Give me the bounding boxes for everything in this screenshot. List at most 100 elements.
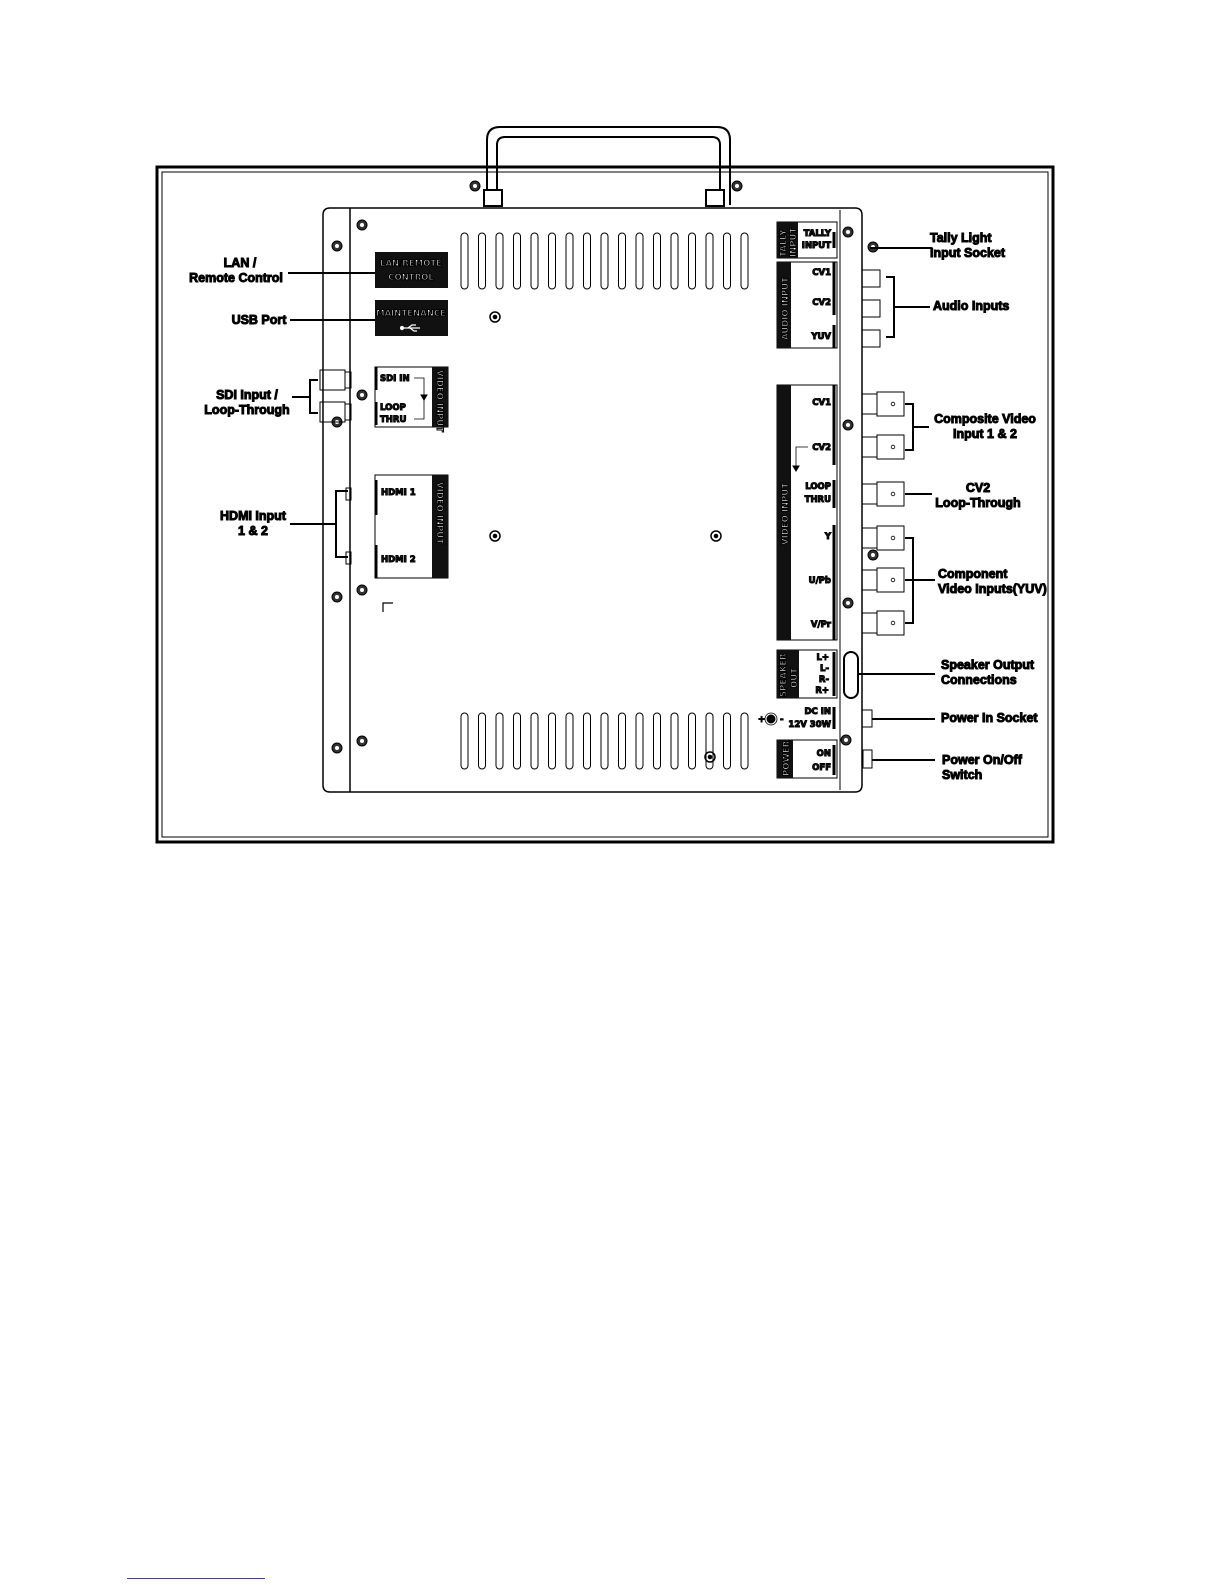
mount-hole-center — [492, 314, 498, 320]
video-cv1-label: CV1 — [812, 398, 831, 408]
bnc-base — [861, 569, 878, 591]
bnc-pin — [890, 535, 896, 541]
callout-composite-2: Input 1 & 2 — [953, 427, 1017, 441]
screw-center — [846, 601, 850, 605]
vent-slot — [565, 712, 574, 770]
vent-slot — [565, 232, 574, 290]
screw-center — [335, 595, 339, 599]
bnc-connector-icon — [876, 481, 905, 507]
mount-hole-icon — [489, 530, 501, 542]
audio-input-vertical: AUDIO INPUT — [781, 277, 791, 340]
bnc-connector-icon — [876, 610, 905, 636]
bnc-pin — [890, 620, 896, 626]
video-loop-label: LOOP — [805, 482, 831, 492]
screw-center — [846, 423, 850, 427]
vent-slot — [583, 712, 591, 770]
callout-audio: Audio Inputs — [933, 299, 1009, 313]
carry-handle — [483, 126, 731, 207]
maintenance-label: MAINTENANCE — [376, 309, 446, 319]
mount-hole-center — [707, 754, 713, 760]
screw-center — [871, 553, 875, 557]
power-off-label: OFF — [812, 763, 831, 773]
callout-hdmi-2: 1 & 2 — [238, 524, 268, 538]
bnc-pin — [890, 491, 896, 497]
pin-l-plus: L+ — [816, 653, 829, 663]
hdmi1-label: HDMI 1 — [381, 488, 416, 498]
screw-center — [844, 738, 848, 742]
dc-rating-label: 12V 30W — [788, 720, 831, 730]
video-input-vertical-3: VIDEO INPUT — [781, 483, 791, 545]
vent-slot — [600, 712, 609, 770]
tally-label: TALLY — [804, 229, 832, 239]
speaker-vertical-2: OUT — [790, 668, 800, 688]
screw-center — [473, 184, 477, 188]
mount-hole-icon — [710, 530, 722, 542]
vent-slot — [618, 232, 626, 290]
vent-slot — [670, 712, 679, 770]
footer-link-underline — [127, 1578, 265, 1579]
sdi-input-block: SDI IN LOOP THRU VIDEO INPUT — [374, 366, 449, 433]
audio-cv2-label: CV2 — [812, 298, 831, 308]
bnc-base — [861, 483, 878, 505]
bnc-base — [861, 436, 878, 458]
vent-slot — [460, 712, 469, 770]
mount-hole-center — [713, 533, 719, 539]
callout-component: Component — [938, 567, 1008, 581]
lan-remote-label-2: CONTROL — [388, 273, 434, 283]
callout-speaker: Speaker Output — [941, 658, 1035, 672]
thru-label: THRU — [380, 415, 406, 425]
callout-cv2: CV2 — [966, 481, 990, 495]
mount-hole-icon — [704, 751, 716, 763]
video-vpr-label: V/Pr — [811, 620, 832, 630]
usb-icon — [399, 324, 420, 332]
vent-slot — [548, 232, 556, 290]
callout-component-2: Video Inputs(YUV) — [938, 582, 1047, 596]
vent-slot — [670, 232, 679, 290]
callout-power-in: Power In Socket — [941, 711, 1038, 725]
tally-vertical-2: INPUT — [789, 228, 799, 257]
callout-tally: Tally Light — [930, 231, 992, 245]
lan-remote-label: LAN/REMOTE — [380, 259, 442, 269]
vent-slot — [653, 232, 661, 290]
power-block: POWER ON OFF — [776, 739, 873, 779]
mount-hole-icon — [489, 311, 501, 323]
callout-hdmi: HDMI Input — [220, 509, 287, 523]
screw-center — [335, 746, 339, 750]
dc-plus: + — [758, 715, 765, 725]
video-thru-label: THRU — [805, 495, 831, 505]
bnc-connector-icon — [876, 567, 905, 593]
audio-cv1-label: CV1 — [812, 268, 831, 278]
video-input-block: VIDEO INPUT CV1 CV2 LOOP THRU Y U/Pb V/P… — [776, 384, 838, 641]
video-upb-label: U/Pb — [809, 576, 831, 586]
video-input-vertical-label: VIDEO INPUT — [434, 370, 444, 432]
audio-input-block: AUDIO INPUT CV1 CV2 YUV — [776, 261, 838, 349]
vent-slot — [548, 712, 556, 770]
sdi-in-label: SDI IN — [380, 374, 410, 384]
screws — [331, 180, 879, 763]
callout-power-switch-2: Switch — [942, 768, 982, 782]
screw-center — [335, 244, 339, 248]
callout-composite: Composite Video — [934, 412, 1036, 426]
vent-slot — [653, 712, 661, 770]
vent-slot — [618, 712, 626, 770]
pin-l-minus: L- — [820, 664, 829, 674]
vent-slot — [705, 712, 714, 770]
vent-slot — [495, 232, 504, 290]
vent-slot — [723, 712, 731, 770]
bnc-connector-icon — [876, 434, 905, 460]
vent-slot — [635, 232, 644, 290]
callout-tally-2: Input Socket — [930, 246, 1006, 260]
vent-slot — [530, 712, 539, 770]
vent-slot — [600, 232, 609, 290]
callout-usb: USB Port — [232, 313, 288, 327]
usb-maintenance-port — [375, 300, 448, 336]
dc-in-label: DC IN — [804, 707, 831, 717]
monitor-outer-frame — [155, 165, 1055, 844]
callout-cv2-2: Loop-Through — [935, 496, 1020, 510]
screw-center — [360, 223, 364, 227]
vent-slot — [740, 712, 749, 770]
vent-slot — [635, 712, 644, 770]
lan-remote-port — [375, 252, 448, 288]
dc-minus: - — [780, 715, 784, 725]
screw-center — [360, 588, 364, 592]
